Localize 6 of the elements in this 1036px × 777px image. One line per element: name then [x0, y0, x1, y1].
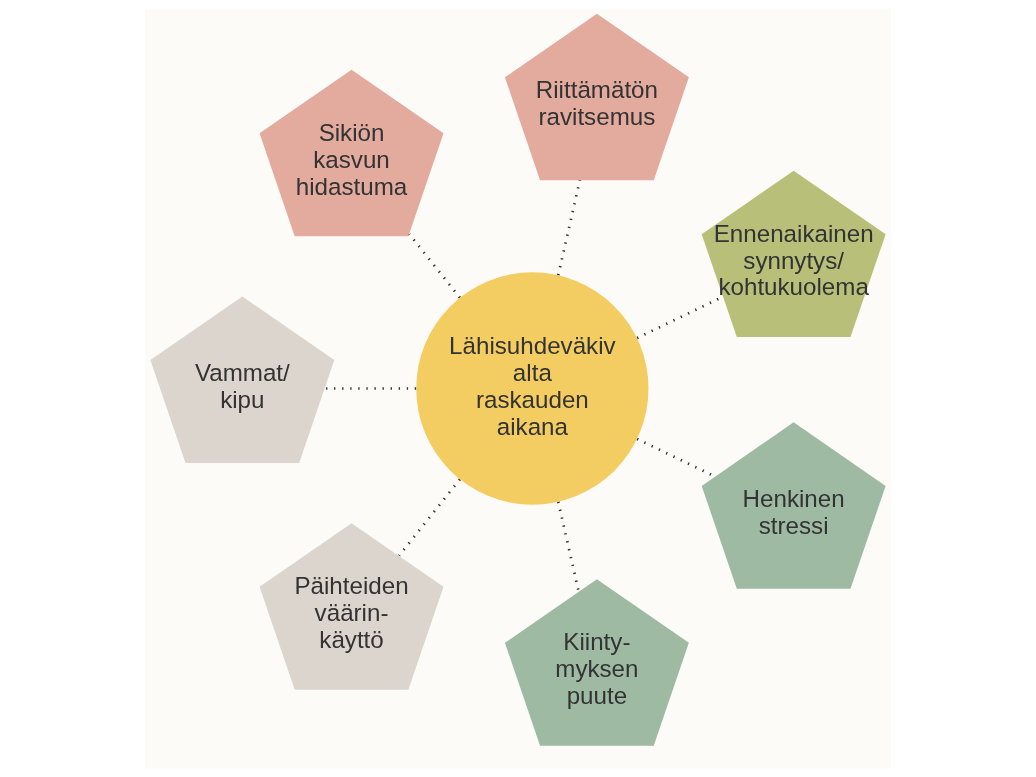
connector: [398, 478, 461, 557]
connector: [324, 387, 417, 390]
connector: [556, 501, 581, 593]
connector: [408, 233, 461, 299]
connector: [556, 179, 582, 276]
node-circle: Lähisuhdeväkiv alta raskauden aikana: [416, 272, 649, 505]
